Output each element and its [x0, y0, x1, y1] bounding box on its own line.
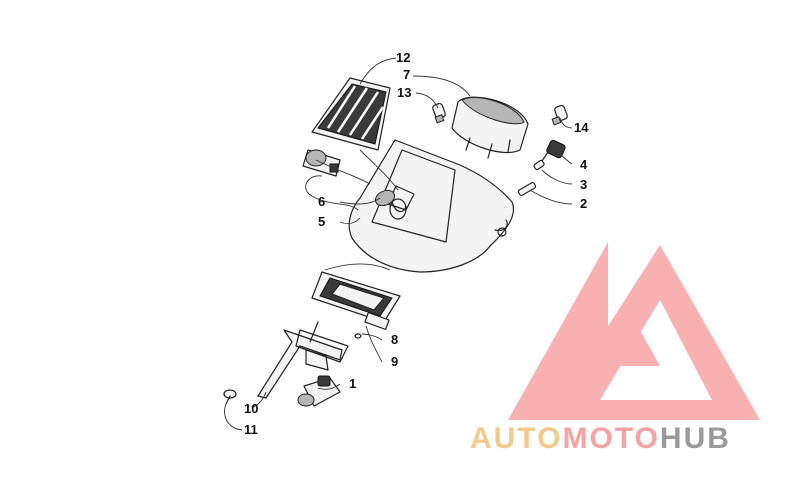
- callout-9: 9: [391, 354, 398, 369]
- callout-7: 7: [403, 67, 410, 82]
- logo-triangle-cutout: [600, 300, 712, 400]
- callout-12: 12: [396, 50, 410, 65]
- watermark-text: AUTOMOTOHUB: [470, 422, 731, 455]
- callout-4: 4: [580, 157, 588, 172]
- part-13-bulb: [432, 102, 446, 124]
- callout-5: 5: [318, 214, 325, 229]
- callout-labels: 12 7 13 14 4 3 2 6 5 8 9 1 10 11: [244, 50, 589, 437]
- logo-triangle-inner: [620, 330, 660, 366]
- part-8-trim: [311, 271, 401, 331]
- watermark-logo-mark: [508, 242, 760, 420]
- callout-13: 13: [397, 85, 411, 100]
- part-6-switch: [374, 189, 407, 220]
- callout-10: 10: [244, 401, 258, 416]
- watermark-word-hub: HUB: [660, 422, 731, 455]
- callout-2: 2: [580, 196, 587, 211]
- part-1-switch: [297, 375, 341, 407]
- callout-1: 1: [349, 376, 356, 391]
- part-4-key: [546, 139, 566, 159]
- part-9-screw: [354, 333, 362, 339]
- callout-14: 14: [574, 120, 589, 135]
- watermark-word-auto: AUTO: [470, 422, 562, 455]
- callout-3: 3: [580, 177, 587, 192]
- part-2-bezel: [517, 182, 537, 196]
- part-5-pod-housing: [348, 139, 514, 273]
- part-7-gauge: [451, 96, 529, 159]
- part-12-decal: [311, 77, 391, 151]
- part-3-key-blade: [533, 151, 549, 171]
- part-11-screw: [223, 389, 237, 405]
- callout-11: 11: [244, 422, 258, 437]
- watermark-word-moto: MOTO: [562, 422, 659, 455]
- callout-6: 6: [318, 194, 325, 209]
- part-14-bulb: [551, 104, 568, 126]
- part-10-bracket: [257, 321, 349, 399]
- leader-lines: [224, 57, 573, 431]
- callout-8: 8: [391, 332, 398, 347]
